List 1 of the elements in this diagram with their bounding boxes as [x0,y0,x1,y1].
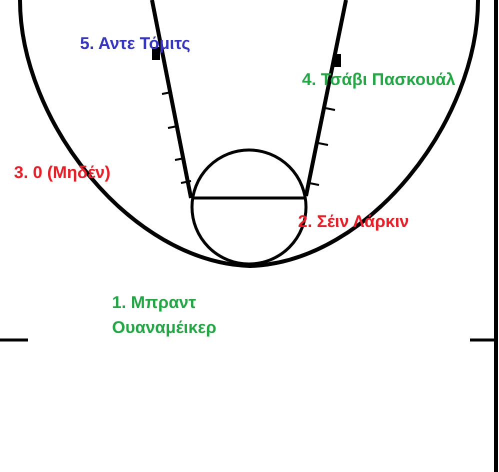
player-name: 1. Μπραντ Ουαναμέικερ [112,292,218,339]
